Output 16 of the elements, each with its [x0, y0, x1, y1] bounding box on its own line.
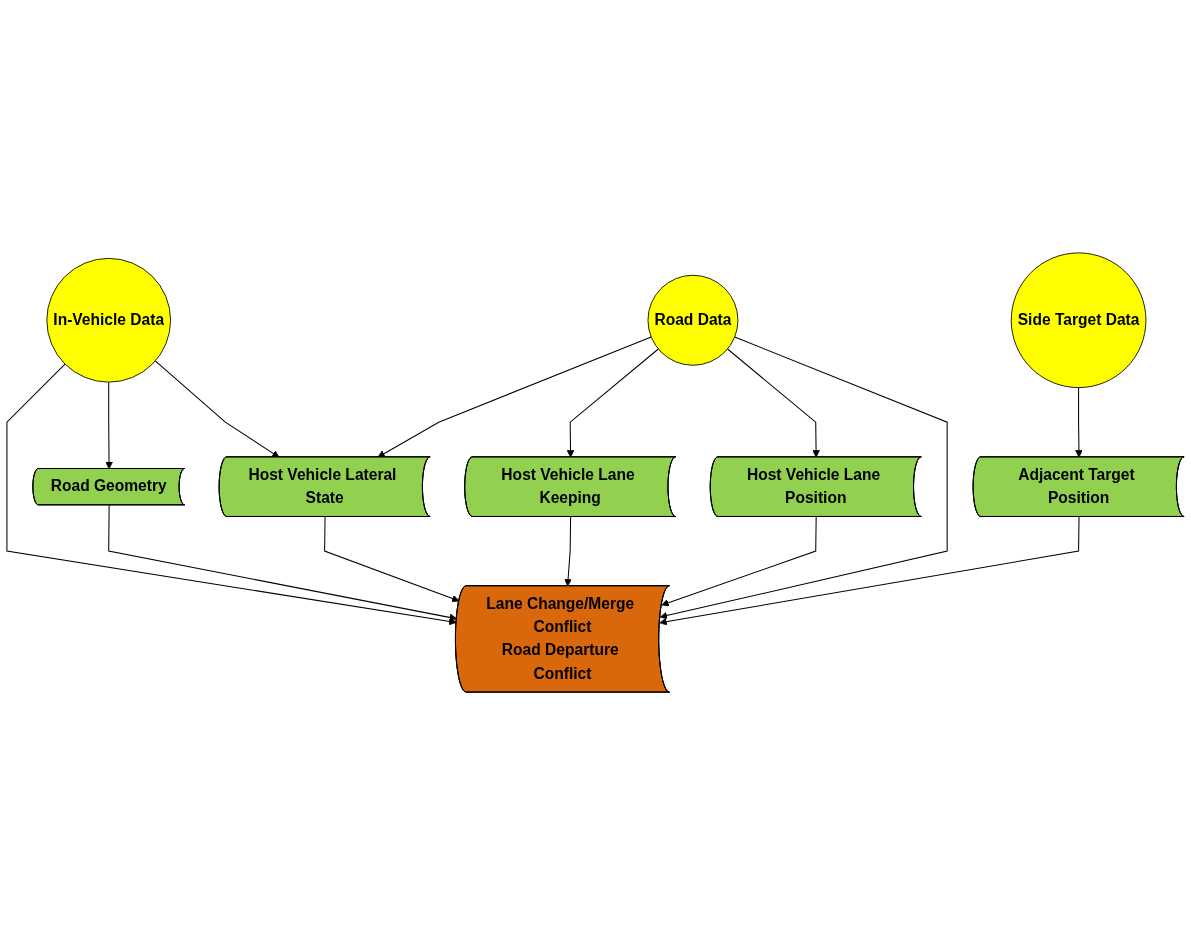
arrow — [564, 516, 572, 587]
arrow — [6, 363, 457, 626]
arrow — [377, 336, 652, 458]
arrow — [108, 504, 457, 622]
arrow — [661, 516, 817, 607]
arrow — [105, 381, 113, 470]
arrow — [727, 348, 820, 458]
arrow — [324, 516, 460, 603]
node-circle: Road Data — [647, 274, 739, 366]
arrow — [154, 360, 280, 458]
node-circle: Side Target Data — [1010, 252, 1147, 389]
node-circle: In-Vehicle Data — [46, 257, 171, 383]
arrow — [566, 348, 659, 458]
arrow — [659, 516, 1080, 626]
arrow — [1075, 387, 1083, 458]
arrow — [659, 336, 948, 620]
